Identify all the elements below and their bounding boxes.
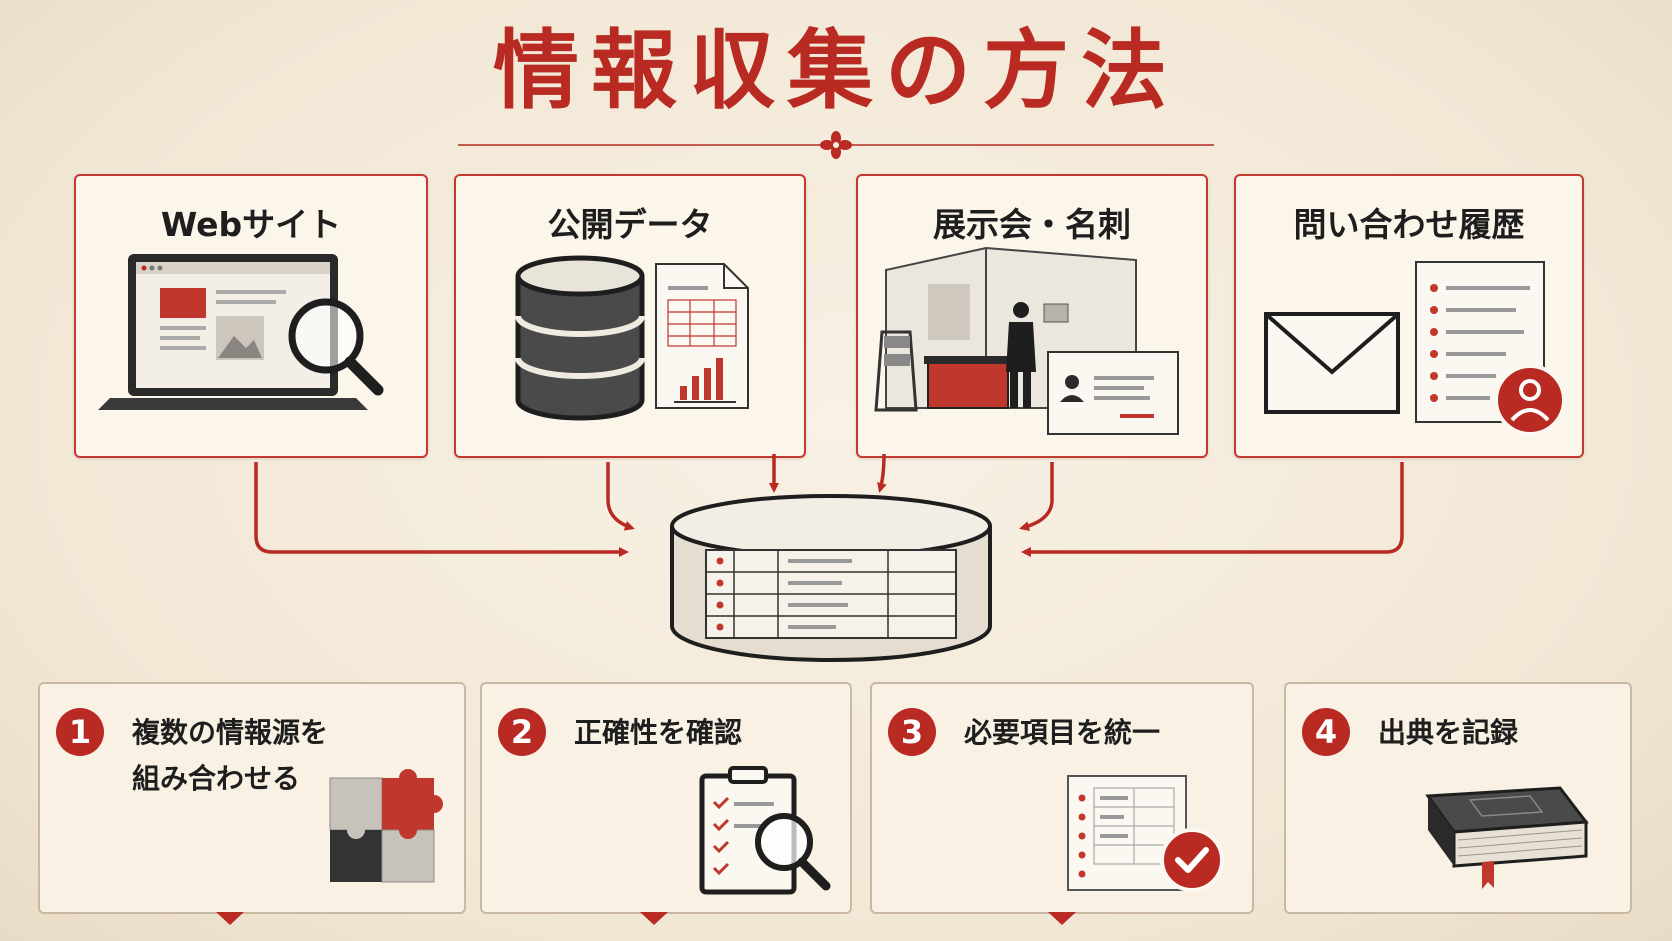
step-text: 必要項目を統一 xyxy=(964,716,1161,749)
step-text: 正確性を確認 xyxy=(574,716,743,749)
central-database-table-icon xyxy=(670,494,992,662)
database-spreadsheet-icon xyxy=(515,255,749,421)
step-number-badge: 4 xyxy=(1302,708,1350,756)
source-card-web: Webサイト xyxy=(74,174,428,458)
page-title: 情報収集の方法 xyxy=(493,20,1179,121)
step-text: 出典を記録 xyxy=(1378,716,1519,749)
step-card-3: 3 必要項目を統一 xyxy=(870,682,1254,914)
source-card-public-data: 公開データ xyxy=(454,174,806,458)
envelope-contact-list-icon xyxy=(1264,261,1566,436)
clipboard-magnifier-icon xyxy=(699,766,831,895)
puzzle-icon xyxy=(329,769,443,883)
step-arrow-down xyxy=(216,912,244,925)
form-checkmark-icon xyxy=(1067,775,1224,892)
step-card-2: 2 正確性を確認 xyxy=(480,682,852,914)
title-divider xyxy=(458,131,1214,159)
step-number-badge: 3 xyxy=(888,708,936,756)
source-card-inquiry-history: 問い合わせ履歴 xyxy=(1234,174,1584,458)
book-icon xyxy=(1425,786,1589,889)
source-label: Webサイト xyxy=(160,205,342,244)
step-number-badge: 2 xyxy=(498,708,546,756)
laptop-magnifier-icon xyxy=(98,254,384,410)
step-card-1: 1 複数の情報源を 組み合わせる xyxy=(38,682,466,914)
step-card-4: 4 出典を記録 xyxy=(1284,682,1632,914)
step-arrow-down xyxy=(1048,912,1076,925)
step-text: 複数の情報源を 組み合わせる xyxy=(132,716,329,795)
step-number-badge: 1 xyxy=(56,708,104,756)
source-label: 展示会・名刺 xyxy=(933,205,1131,244)
source-label: 公開データ xyxy=(547,205,713,244)
step-arrow-down xyxy=(640,912,668,925)
exhibition-booth-business-card-icon xyxy=(874,246,1179,435)
source-label: 問い合わせ履歴 xyxy=(1293,205,1525,244)
source-card-exhibition: 展示会・名刺 xyxy=(856,174,1208,458)
